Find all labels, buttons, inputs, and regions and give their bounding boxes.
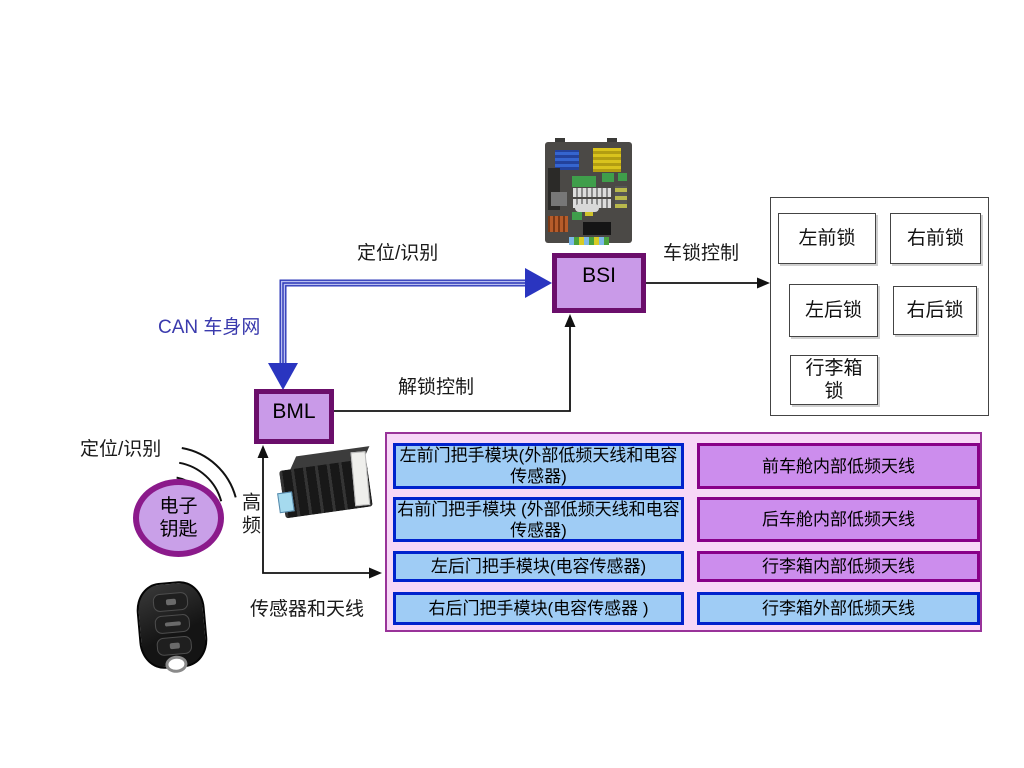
fusebox-green-block bbox=[618, 173, 627, 181]
key-label: 电子钥匙 bbox=[159, 496, 198, 540]
fusebox-white-connector bbox=[575, 204, 599, 212]
fusebox-bottom-fuses bbox=[569, 237, 609, 245]
bml-to-bsi-arrow bbox=[334, 314, 576, 412]
fusebox-black-connector bbox=[583, 222, 611, 235]
lock-box-left-rear: 左后锁 bbox=[789, 284, 878, 337]
positioning-top-label: 定位/识别 bbox=[357, 243, 439, 264]
fusebox-side-fuses bbox=[615, 186, 627, 208]
antenna-cell-trunk-inner: 行李箱内部低频天线 bbox=[697, 551, 980, 582]
fusebox-green-block bbox=[572, 176, 596, 187]
car-lock-control-label: 车锁控制 bbox=[663, 243, 740, 264]
lock-button-icon bbox=[152, 591, 189, 613]
fusebox-tab bbox=[607, 138, 617, 145]
lock-box-right-front: 右前锁 bbox=[890, 213, 981, 264]
lock-panel: 左前锁 右前锁 左后锁 右后锁 行李箱锁 bbox=[770, 197, 989, 416]
fusebox-tab bbox=[555, 138, 565, 145]
handle-cell-left-front: 左前门把手模块(外部低频天线和电容传感器) bbox=[393, 443, 684, 489]
handle-cell-right-rear: 右后门把手模块(电容传感器 ) bbox=[393, 592, 684, 625]
fusebox-green-block bbox=[602, 173, 614, 182]
key-ellipse: 电子钥匙 bbox=[133, 479, 224, 557]
unlock-button-icon bbox=[156, 635, 193, 657]
key-fob-photo bbox=[134, 579, 210, 674]
fusebox-yellow-fuse bbox=[585, 210, 593, 216]
arrowhead-to-bsi bbox=[525, 268, 552, 298]
bml-label: BML bbox=[272, 400, 316, 423]
fusebox-orange-connector bbox=[548, 216, 568, 232]
arrowhead-to-bml bbox=[268, 363, 298, 390]
antenna-cell-rear-cabin: 后车舱内部低频天线 bbox=[697, 497, 980, 542]
fusebox-gray-connector bbox=[551, 192, 567, 206]
handle-cell-left-rear: 左后门把手模块(电容传感器) bbox=[393, 551, 684, 582]
fusebox-fuse-row bbox=[573, 188, 611, 197]
can-bus-arrow bbox=[268, 268, 552, 390]
sensors-antennas-label: 传感器和天线 bbox=[250, 599, 365, 620]
bsi-node: BSI bbox=[552, 253, 646, 313]
bsi-to-locks-arrow bbox=[646, 277, 770, 289]
lock-box-left-front: 左前锁 bbox=[778, 213, 876, 264]
antenna-cell-trunk-outer: 行李箱外部低频天线 bbox=[697, 592, 980, 625]
fusebox-fuse-row bbox=[573, 199, 611, 208]
can-bus-label: CAN 车身网 bbox=[158, 317, 261, 338]
module-connector bbox=[277, 491, 295, 514]
handle-cell-right-front: 右前门把手模块 (外部低频天线和电容传感器) bbox=[393, 497, 684, 542]
lock-box-trunk: 行李箱锁 bbox=[790, 355, 878, 405]
fusebox-green-block bbox=[572, 212, 582, 220]
bml-node: BML bbox=[254, 389, 334, 444]
fusebox-blue-connector bbox=[555, 150, 579, 170]
antenna-cell-front-cabin: 前车舱内部低频天线 bbox=[697, 443, 980, 489]
lock-box-right-rear: 右后锁 bbox=[893, 286, 977, 335]
trunk-button-icon bbox=[154, 613, 191, 635]
key-to-bml-arrow bbox=[257, 445, 382, 579]
positioning-left-label: 定位/识别 bbox=[80, 439, 162, 460]
bsi-label: BSI bbox=[582, 264, 616, 287]
bsi-unit-photo bbox=[545, 138, 632, 245]
receiver-module-photo bbox=[275, 441, 385, 536]
unlock-control-label: 解锁控制 bbox=[398, 377, 475, 398]
fusebox-yellow-connector bbox=[593, 148, 621, 172]
high-freq-label: 高频 bbox=[239, 492, 260, 538]
handle-table: 左前门把手模块(外部低频天线和电容传感器) 右前门把手模块 (外部低频天线和电容… bbox=[385, 432, 982, 632]
